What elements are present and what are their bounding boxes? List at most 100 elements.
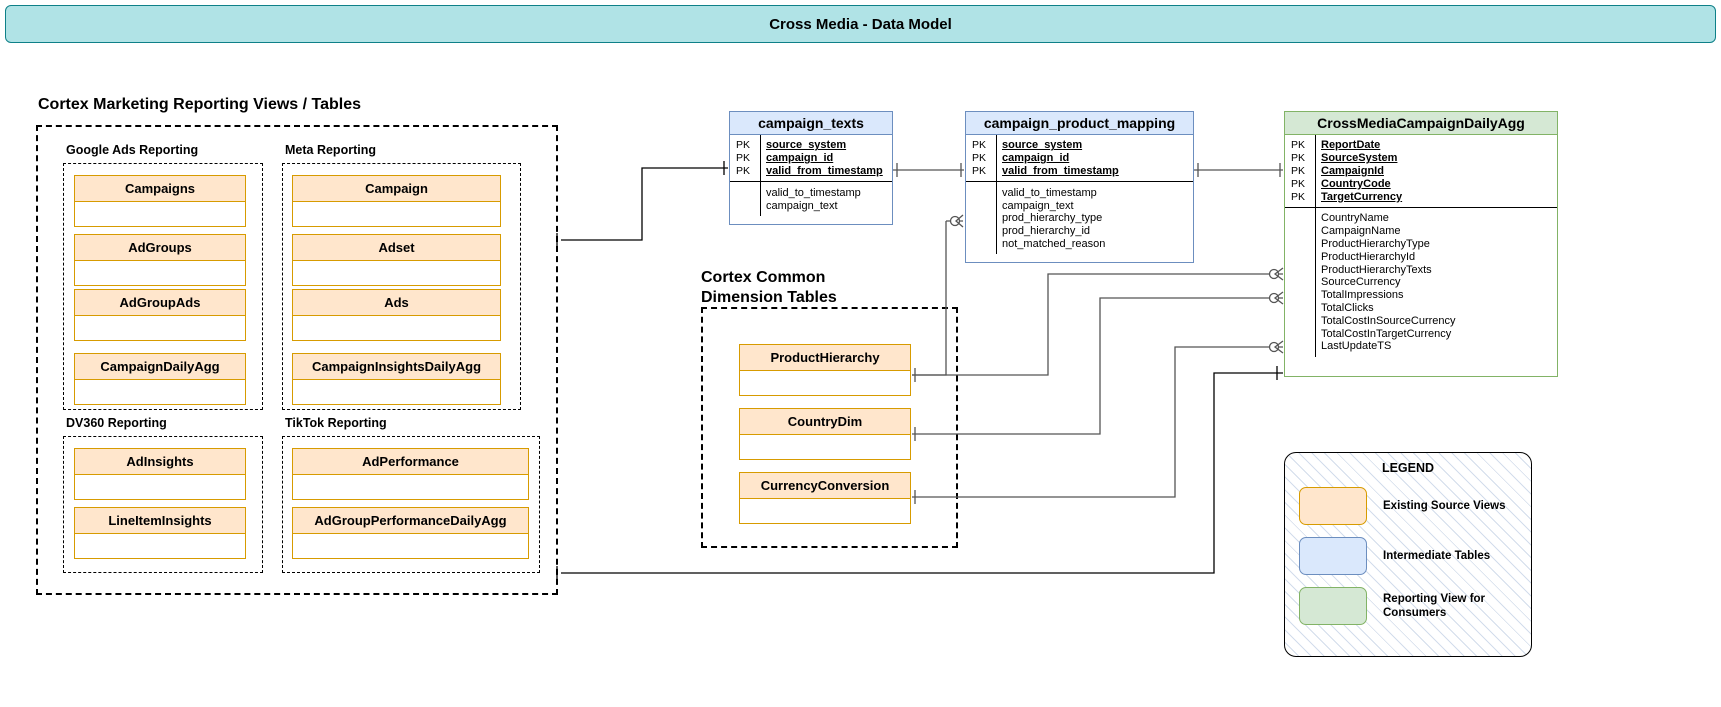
table-row: ProductHierarchyTexts xyxy=(1285,263,1557,276)
er-key-section: PK source_system PK campaign_id PK valid… xyxy=(730,135,892,182)
crowfoot-ph xyxy=(955,214,964,228)
column-name: campaign_id xyxy=(766,152,834,165)
legend-item-existing-source-views: Existing Source Views xyxy=(1285,487,1531,525)
legend-swatch-green xyxy=(1299,587,1367,625)
entity-body xyxy=(293,316,500,342)
entity-ads[interactable]: Ads xyxy=(292,289,501,341)
column-name: valid_from_timestamp xyxy=(1002,164,1119,177)
table-row: prod_hierarchy_id xyxy=(966,225,1193,238)
entity-producthierarchy[interactable]: ProductHierarchy xyxy=(739,344,911,396)
entity-adgroups[interactable]: AdGroups xyxy=(74,234,246,286)
entity-adperformance[interactable]: AdPerformance xyxy=(292,448,529,500)
legend-label: Intermediate Tables xyxy=(1383,549,1491,562)
entity-title: AdInsights xyxy=(75,449,245,475)
column-name: TotalClicks xyxy=(1321,301,1374,314)
crowfoot-cmcda-3 xyxy=(1273,340,1284,354)
legend-label: Reporting View for Consumers xyxy=(1383,592,1486,619)
column-name: TotalCostInTargetCurrency xyxy=(1321,327,1452,340)
column-name: ProductHierarchyId xyxy=(1321,250,1416,263)
entity-campaigns[interactable]: Campaigns xyxy=(74,175,246,227)
entity-body xyxy=(293,261,500,287)
entity-campaign[interactable]: Campaign xyxy=(292,175,501,227)
table-row: TotalCostInTargetCurrency xyxy=(1285,327,1557,340)
entity-adgroupperformancedailyagg[interactable]: AdGroupPerformanceDailyAgg xyxy=(292,507,529,559)
legend-item-reporting-view: Reporting View for Consumers xyxy=(1285,587,1531,625)
column-name: valid_to_timestamp xyxy=(1002,186,1097,199)
common-dimension-heading: Cortex Common Dimension Tables xyxy=(701,269,837,306)
er-table-title: CrossMediaCampaignDailyAgg xyxy=(1285,112,1557,135)
column-name: SourceSystem xyxy=(1321,152,1398,165)
group-box-tiktok xyxy=(282,436,540,573)
column-name: SourceCurrency xyxy=(1321,276,1401,289)
pk-marker: PK xyxy=(736,152,751,165)
pk-marker: PK xyxy=(1291,139,1306,152)
er-attribute-section: valid_to_timestamp campaign_text xyxy=(730,181,892,216)
entity-adinsights[interactable]: AdInsights xyxy=(74,448,246,500)
column-name: source_system xyxy=(766,139,847,152)
table-row: valid_to_timestamp xyxy=(966,186,1193,199)
table-row: campaign_text xyxy=(966,199,1193,212)
er-table-crossmediacampaigndailyagg[interactable]: CrossMediaCampaignDailyAgg PK ReportDate… xyxy=(1284,111,1558,377)
column-name: CampaignName xyxy=(1321,225,1401,238)
column-name: campaign_text xyxy=(1002,199,1074,212)
entity-countrydim[interactable]: CountryDim xyxy=(739,408,911,460)
er-table-title: campaign_texts xyxy=(730,112,892,135)
entity-body xyxy=(75,261,245,287)
er-table-campaign-product-mapping[interactable]: campaign_product_mapping PK source_syste… xyxy=(965,111,1194,263)
pk-marker: PK xyxy=(1291,164,1306,177)
connector-countrydim-to-cmcda xyxy=(912,297,1283,435)
entity-body xyxy=(75,316,245,342)
table-row: PK valid_from_timestamp xyxy=(730,165,892,178)
legend-panel: LEGEND Existing Source Views Intermediat… xyxy=(1284,452,1532,657)
column-name: ProductHierarchyType xyxy=(1321,237,1430,250)
column-name: TotalImpressions xyxy=(1321,289,1404,302)
column-name: not_matched_reason xyxy=(1002,237,1106,250)
entity-title: Campaign xyxy=(293,176,500,202)
crowfoot-cmcda-2 xyxy=(1273,291,1284,305)
entity-campaigndailyagg[interactable]: CampaignDailyAgg xyxy=(74,353,246,405)
entity-title: CountryDim xyxy=(740,409,910,435)
pk-marker: PK xyxy=(972,152,987,165)
entity-title: Campaigns xyxy=(75,176,245,202)
group-label-google-ads: Google Ads Reporting xyxy=(66,143,199,157)
column-name: CountryName xyxy=(1321,212,1389,225)
entity-title: AdGroups xyxy=(75,235,245,261)
column-name: TotalCostInSourceCurrency xyxy=(1321,314,1456,327)
table-row: LastUpdateTS xyxy=(1285,340,1557,353)
entity-body xyxy=(740,499,910,525)
diagram-title: Cross Media - Data Model xyxy=(769,15,952,33)
connector-reporting-to-campaign-texts xyxy=(561,167,728,241)
er-table-campaign-texts[interactable]: campaign_texts PK source_system PK campa… xyxy=(729,111,893,225)
entity-currencyconversion[interactable]: CurrencyConversion xyxy=(739,472,911,524)
entity-lineiteminsights[interactable]: LineItemInsights xyxy=(74,507,246,559)
diagram-title-bar: Cross Media - Data Model xyxy=(5,5,1716,43)
table-row: ProductHierarchyId xyxy=(1285,250,1557,263)
connector-ph-to-cmcda-1 xyxy=(912,273,1283,376)
crowfoot-circle-ph xyxy=(949,215,961,227)
entity-adset[interactable]: Adset xyxy=(292,234,501,286)
entity-adgroupads[interactable]: AdGroupAds xyxy=(74,289,246,341)
group-box-dv360 xyxy=(63,436,263,573)
entity-body xyxy=(75,534,245,560)
table-row: TotalClicks xyxy=(1285,302,1557,315)
entity-body xyxy=(293,202,500,228)
table-row: PK source_system xyxy=(966,139,1193,152)
column-name: source_system xyxy=(1002,139,1083,152)
table-row: PK campaign_id xyxy=(966,152,1193,165)
entity-title: AdPerformance xyxy=(293,449,528,475)
legend-title: LEGEND xyxy=(1381,461,1435,475)
entity-title: ProductHierarchy xyxy=(740,345,910,371)
er-key-section: PK ReportDate PK SourceSystem PK Campaig… xyxy=(1285,135,1557,207)
table-row: ProductHierarchyType xyxy=(1285,238,1557,251)
legend-swatch-blue xyxy=(1299,537,1367,575)
table-row: SourceCurrency xyxy=(1285,276,1557,289)
group-box-meta xyxy=(282,163,521,410)
group-label-meta: Meta Reporting xyxy=(285,143,376,157)
group-label-tiktok: TikTok Reporting xyxy=(285,416,387,430)
group-box-google-ads xyxy=(63,163,263,410)
table-row: PK CountryCode xyxy=(1285,177,1557,190)
entity-body xyxy=(740,435,910,461)
table-row: TotalCostInSourceCurrency xyxy=(1285,314,1557,327)
entity-campaigninsightsdailyagg[interactable]: CampaignInsightsDailyAgg xyxy=(292,353,501,405)
